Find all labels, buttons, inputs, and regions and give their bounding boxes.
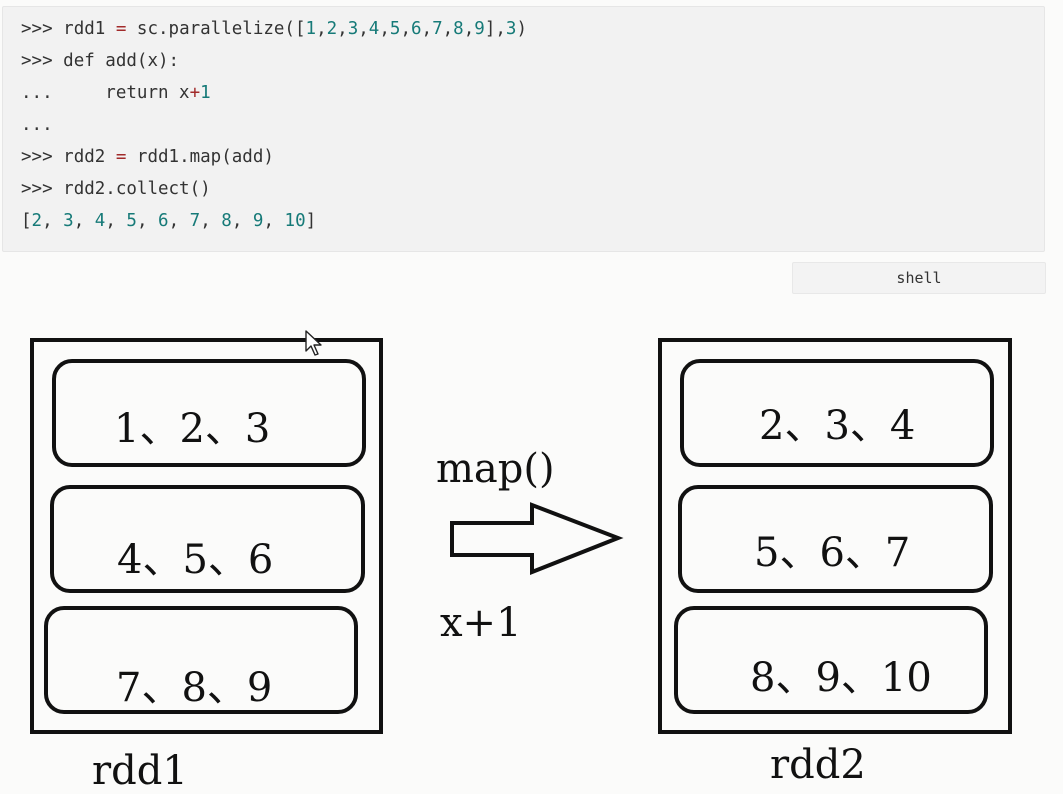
code-token: 7: [432, 19, 443, 39]
code-token: ,: [379, 19, 390, 39]
code-line: >>> rdd2.collect(): [21, 177, 211, 201]
code-token: 9: [252, 211, 264, 231]
code-token: return x: [105, 83, 190, 103]
rdd2-partition-2: [678, 485, 993, 593]
code-token: 2: [31, 211, 43, 231]
code-token: [: [21, 211, 32, 231]
code-token: 2: [326, 19, 338, 39]
code-token: ): [516, 19, 527, 39]
right-arrow-icon: [450, 502, 624, 575]
code-token: ,: [73, 211, 95, 231]
code-token: ,: [316, 19, 327, 39]
rdd1-container: [30, 338, 383, 734]
code-token: ]: [305, 211, 317, 231]
rdd2-container: [658, 338, 1012, 734]
rdd1-partition-2-label: 4、5、6: [117, 537, 274, 583]
code-token: 3: [347, 19, 359, 39]
code-token: ,: [442, 19, 454, 39]
function-label: x+1: [440, 600, 522, 646]
code-token: ,: [463, 19, 475, 39]
code-token: rdd1.map(add): [126, 147, 274, 167]
rdd1-partition-3-label: 7、8、9: [116, 665, 273, 711]
code-line: >>> def add(x):: [21, 49, 179, 73]
code-token: ,: [421, 19, 433, 39]
code-token: ,: [200, 211, 222, 231]
code-token: 1: [200, 83, 211, 103]
shell-language-tab[interactable]: shell: [792, 262, 1046, 294]
rdd1-partition-1: [52, 359, 366, 467]
code-token: sc.parallelize([: [126, 19, 306, 39]
code-prompt: >>>: [21, 179, 64, 199]
code-token: rdd2: [63, 147, 116, 167]
code-token: 9: [474, 19, 485, 39]
code-token: ,: [231, 211, 253, 231]
map-operation-label: map(): [436, 446, 555, 492]
code-token: ,: [168, 211, 190, 231]
rdd1-partition-1-label: 1、2、3: [114, 406, 271, 452]
code-token: 8: [221, 211, 232, 231]
code-token: ,: [136, 211, 159, 231]
code-token: 10: [284, 211, 306, 231]
rdd2-partition-1-label: 2、3、4: [759, 403, 916, 449]
code-line: ...: [21, 113, 53, 137]
code-token: 7: [189, 211, 201, 231]
code-token: ,: [105, 211, 127, 231]
rdd1-partition-2: [50, 485, 365, 593]
code-block[interactable]: >>> rdd1 = sc.parallelize([1,2,3,4,5,6,7…: [2, 6, 1045, 252]
rdd2-partition-2-label: 5、6、7: [754, 530, 911, 576]
code-token: 8: [453, 19, 464, 39]
code-token: def add(x):: [63, 51, 180, 71]
rdd1-label: rdd1: [92, 748, 188, 794]
code-token: ,: [358, 19, 369, 39]
code-token: 3: [63, 211, 74, 231]
code-token: =: [115, 19, 127, 39]
code-token: ,: [337, 19, 348, 39]
rdd2-partition-3: [674, 606, 988, 714]
code-token: rdd1: [63, 19, 116, 39]
code-token: 6: [410, 19, 422, 39]
code-line: >>> rdd1 = sc.parallelize([1,2,3,4,5,6,7…: [21, 17, 527, 41]
code-token: 6: [158, 211, 169, 231]
code-prompt: >>>: [21, 19, 64, 39]
code-line: >>> rdd2 = rdd1.map(add): [21, 145, 274, 169]
rdd2-partition-3-label: 8、9、10: [750, 655, 932, 701]
rdd2-partition-1: [680, 359, 994, 467]
rdd2-label: rdd2: [770, 742, 866, 788]
code-token: 4: [94, 211, 106, 231]
code-line: ... return x+1: [21, 81, 211, 105]
code-token: =: [115, 147, 127, 167]
rdd1-partition-3: [44, 606, 358, 714]
code-prompt: >>>: [21, 147, 64, 167]
code-token: +: [189, 83, 201, 103]
code-prompt: >>>: [21, 51, 64, 71]
code-token: 3: [505, 19, 517, 39]
code-token: rdd2.collect(): [63, 179, 211, 199]
code-token: ,: [42, 211, 64, 231]
code-token: ,: [400, 19, 411, 39]
code-token: 1: [305, 19, 317, 39]
code-token: 5: [126, 211, 137, 231]
code-prompt: ...: [21, 115, 53, 135]
code-token: 4: [368, 19, 380, 39]
code-token: ],: [484, 19, 506, 39]
code-line: [2, 3, 4, 5, 6, 7, 8, 9, 10]: [21, 209, 316, 233]
mouse-pointer-icon: [305, 330, 325, 362]
code-token: 5: [389, 19, 401, 39]
code-prompt: ...: [21, 83, 106, 103]
code-token: ,: [263, 211, 285, 231]
